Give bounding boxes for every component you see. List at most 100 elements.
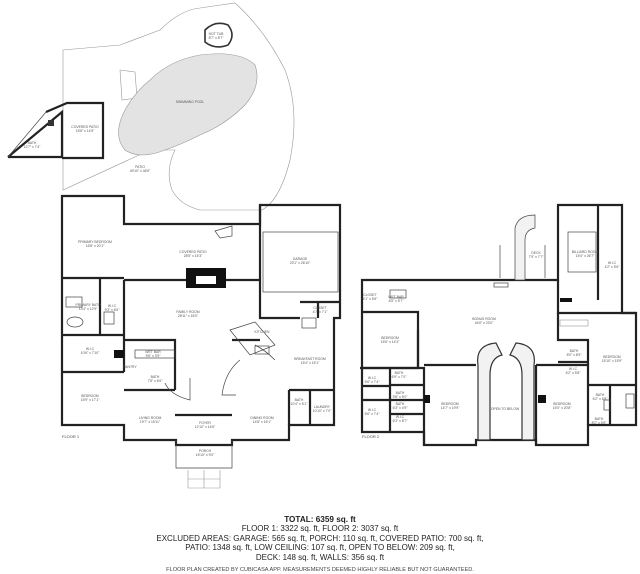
room-dimension-text: 28'5" x 15'3" [184,254,203,258]
room-dimension-text: 9'3" x 6'6" [105,308,121,312]
room-dimension-text: 23'1" x 26'10" [290,261,311,265]
room-dimension-text: 19'7" x 15'11" [140,420,161,424]
room-dimension-text: 5'6" x 7'4" [365,380,381,384]
room-dimension-text: 5'6" x 7'4" [365,412,381,416]
room-dimension-text: 4'2" x 5'6" [605,265,621,269]
room-dimension-text: 4'1" x 5'6" [363,297,379,301]
floor1-details [65,225,339,401]
room-dimension-text: 7'8" x 6'6" [148,379,164,383]
room-dimension-text: 6'5" x 5'7" [389,299,405,303]
room-dimension-text: 44'6" x 23'0" [475,321,494,325]
disclaimer: FLOOR PLAN CREATED BY CUBICASA APP. MEAS… [166,567,474,573]
room-dimension-text: 8'7" x 8'7" [209,36,225,40]
room-dimension-text: 7'9" x 7'7" [529,255,545,259]
hot-tub [204,22,233,48]
room-dimension-text: 15'4" x 15'1" [301,361,320,365]
kitchen-label: KITCHEN [255,330,270,334]
excluded-areas-2: PATIO: 1348 sq. ft, LOW CEILING: 107 sq.… [185,543,455,553]
room-dimension-text: 9'8" x 5'0" [393,395,409,399]
room-dimension-text: 15'9" x 17'1" [81,398,100,402]
room-dimension-text: 15'10" x 15'9" [602,359,623,363]
room-dimension-text: 6'3" x 8'7" [393,419,409,423]
room-dimension-text: 10'6" x 7'10" [81,351,100,355]
room-dimension-text: 4'7" x 7'1" [313,310,329,314]
floor2-walls [360,203,638,447]
room-dimension-text: 15'6" x 14'3" [381,340,400,344]
room-dimension-text: 8'0" x 8'9" [567,353,583,357]
room-dimension-text: 9'6" x 3'9" [146,354,162,358]
room-dimension-text: 6'3" x 4'9" [393,406,409,410]
excluded-areas-1: EXCLUDED AREAS: GARAGE: 565 sq. ft, PORC… [156,533,484,543]
pantry-label: PANTRY [123,365,137,369]
room-dimension-text: 49'10" x 46'5" [130,169,151,173]
room-dimension-text: 15'8" x 14'5" [76,129,95,133]
porch [175,440,233,489]
excluded-areas-3: DECK: 148 sq. ft, WALLS: 356 sq. ft [255,552,385,562]
floor-areas: FLOOR 1: 3322 sq. ft, FLOOR 2: 3037 sq. … [241,524,399,534]
floor2-details [389,214,635,441]
room-dimension-text: 6'2" x 6'8" [593,397,609,401]
area-summary: TOTAL: 6359 sq. ft FLOOR 1: 3322 sq. ft,… [0,515,640,562]
room-dimension-text: 15'4" x 26'7" [576,254,595,258]
open-to-below-label: OPEN TO BELOW [491,407,520,411]
room-dimension-text: 6'9" x 7'0" [392,375,408,379]
room-dimension-text: 14'8" x 16'1" [253,420,272,424]
room-dimension-text: 10'10" x 7'0" [313,409,332,413]
floor1-walls [60,194,342,447]
room-dimension-text: 16'8" x 20'1" [86,244,105,248]
room-dimension-text: 28'11" x 18'0" [178,314,199,318]
floor2-title: FLOOR 2 [362,434,380,439]
room-dimension-text: 13'4" x 12'9" [79,307,98,311]
total-area: TOTAL: 6359 sq. ft [284,515,356,524]
room-dimension-text: 14'7" x 19'9" [441,406,460,410]
room-dimension-text: 12'7" x 7'4" [24,145,42,149]
floor1-title: FLOOR 1 [62,434,80,439]
outdoor-pavilion [7,101,105,160]
swimming-pool-label: SWIMMING POOL [176,100,205,104]
room-dimension-text: 15'10" x 9'0" [196,453,215,457]
room-dimension-text: 12'10" x 14'6" [195,425,216,429]
room-dimension-text: 6'2" x 5'8" [566,371,582,375]
room-dimension-text: 10'4" x 5'1" [291,402,309,406]
swimming-pool [118,53,258,156]
